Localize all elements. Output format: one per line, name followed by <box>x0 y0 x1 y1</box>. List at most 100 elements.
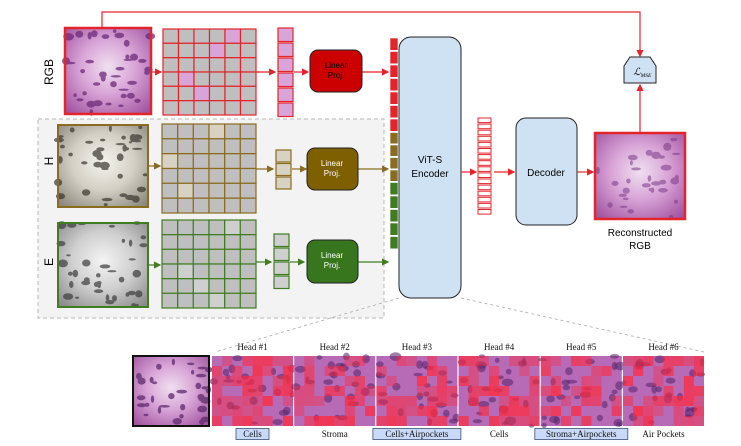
input-token <box>389 182 399 196</box>
visible-patch <box>208 123 226 140</box>
patch-token <box>273 275 290 290</box>
masked-patch <box>224 292 241 309</box>
e-linear-label-1: Linear <box>321 251 344 260</box>
h-flow-arrows <box>148 162 390 173</box>
masked-patch <box>239 219 257 236</box>
masked-patch <box>161 248 179 265</box>
masked-patch <box>208 167 226 184</box>
rgb-row-label: RGB <box>42 59 56 85</box>
input-token <box>389 78 399 92</box>
masked-patch <box>162 100 180 116</box>
masked-patch <box>239 248 257 265</box>
masked-patch <box>161 263 179 280</box>
masked-patch <box>208 71 226 87</box>
patch-token <box>273 247 290 262</box>
latent-token <box>477 123 492 130</box>
masked-patch <box>177 248 194 265</box>
masked-patch <box>208 100 226 116</box>
masked-patch <box>239 292 257 309</box>
encoder-label-1: ViT-S <box>418 155 443 166</box>
masked-patch <box>177 138 194 155</box>
masked-patch <box>239 57 257 73</box>
masked-patch <box>177 100 195 116</box>
masked-patch <box>224 57 242 73</box>
masked-patch <box>161 292 179 309</box>
visible-patch <box>193 85 211 102</box>
visible-patch <box>177 71 195 87</box>
e-input-image <box>56 221 149 308</box>
masked-patch <box>224 263 241 280</box>
masked-patch <box>161 167 179 184</box>
masked-patch <box>239 100 257 116</box>
latent-token <box>477 196 492 203</box>
patch-token <box>275 149 292 163</box>
masked-patch <box>224 85 242 102</box>
latent-token <box>477 202 492 209</box>
latent-token <box>477 117 492 124</box>
masked-patch <box>177 123 194 140</box>
masked-patch <box>162 28 180 44</box>
masked-patch <box>239 138 257 155</box>
masked-patch <box>177 57 195 73</box>
mse-loss: ℒ MSE <box>623 56 657 84</box>
e-masked-patch-grid <box>161 219 257 309</box>
head-caption: Cells <box>243 429 262 439</box>
masked-patch <box>162 85 180 102</box>
masked-patch <box>239 123 257 140</box>
masked-patch <box>192 248 210 265</box>
vit-encoder: ViT-S Encoder <box>398 36 462 299</box>
rgb-linear-label-1: Linear <box>325 61 348 70</box>
input-token <box>389 51 399 65</box>
masked-patch <box>177 234 194 250</box>
masked-patch <box>208 28 226 44</box>
reconstructed-rgb-image <box>593 131 687 221</box>
masked-patch <box>161 234 179 250</box>
reconstructed-label-1: Reconstructed <box>608 228 672 239</box>
rgb-linear-label-2: Proj. <box>328 71 344 80</box>
patch-token <box>277 42 294 58</box>
masked-patch <box>224 153 241 170</box>
head-caption: Stroma <box>322 429 348 439</box>
input-token <box>389 37 399 51</box>
h-visible-patches <box>275 149 292 190</box>
masked-patch <box>239 263 257 280</box>
masked-patch <box>224 248 241 265</box>
masked-patch <box>208 248 226 265</box>
visible-patch <box>161 153 179 170</box>
masked-patch <box>208 182 226 199</box>
latent-token <box>477 184 492 191</box>
head-caption: Stroma+Airpockets <box>546 429 617 439</box>
input-token <box>389 91 399 105</box>
masked-patch <box>192 123 210 140</box>
masked-patch <box>161 123 179 140</box>
masked-patch <box>224 123 241 140</box>
input-token <box>389 132 399 145</box>
masked-patch <box>208 57 226 73</box>
visible-patch <box>208 292 226 309</box>
masked-patch <box>208 197 226 214</box>
rgb-masked-patch-grid <box>162 28 257 116</box>
input-token <box>389 222 399 236</box>
h-input-image <box>54 124 149 208</box>
masked-patch <box>224 278 241 295</box>
masked-patch <box>192 292 210 309</box>
masked-patch <box>161 138 179 155</box>
head-title: Head #3 <box>402 342 433 352</box>
masked-patch <box>239 234 257 250</box>
latent-token <box>477 148 492 154</box>
masked-patch <box>162 57 180 73</box>
loss-symbol: ℒ <box>633 67 641 78</box>
latent-token <box>477 129 492 136</box>
patch-token <box>273 233 290 248</box>
latent-token <box>477 135 492 142</box>
masked-patch <box>239 28 257 44</box>
input-token <box>389 64 399 78</box>
latent-token <box>477 166 492 172</box>
attention-zoom-lines <box>214 297 705 353</box>
